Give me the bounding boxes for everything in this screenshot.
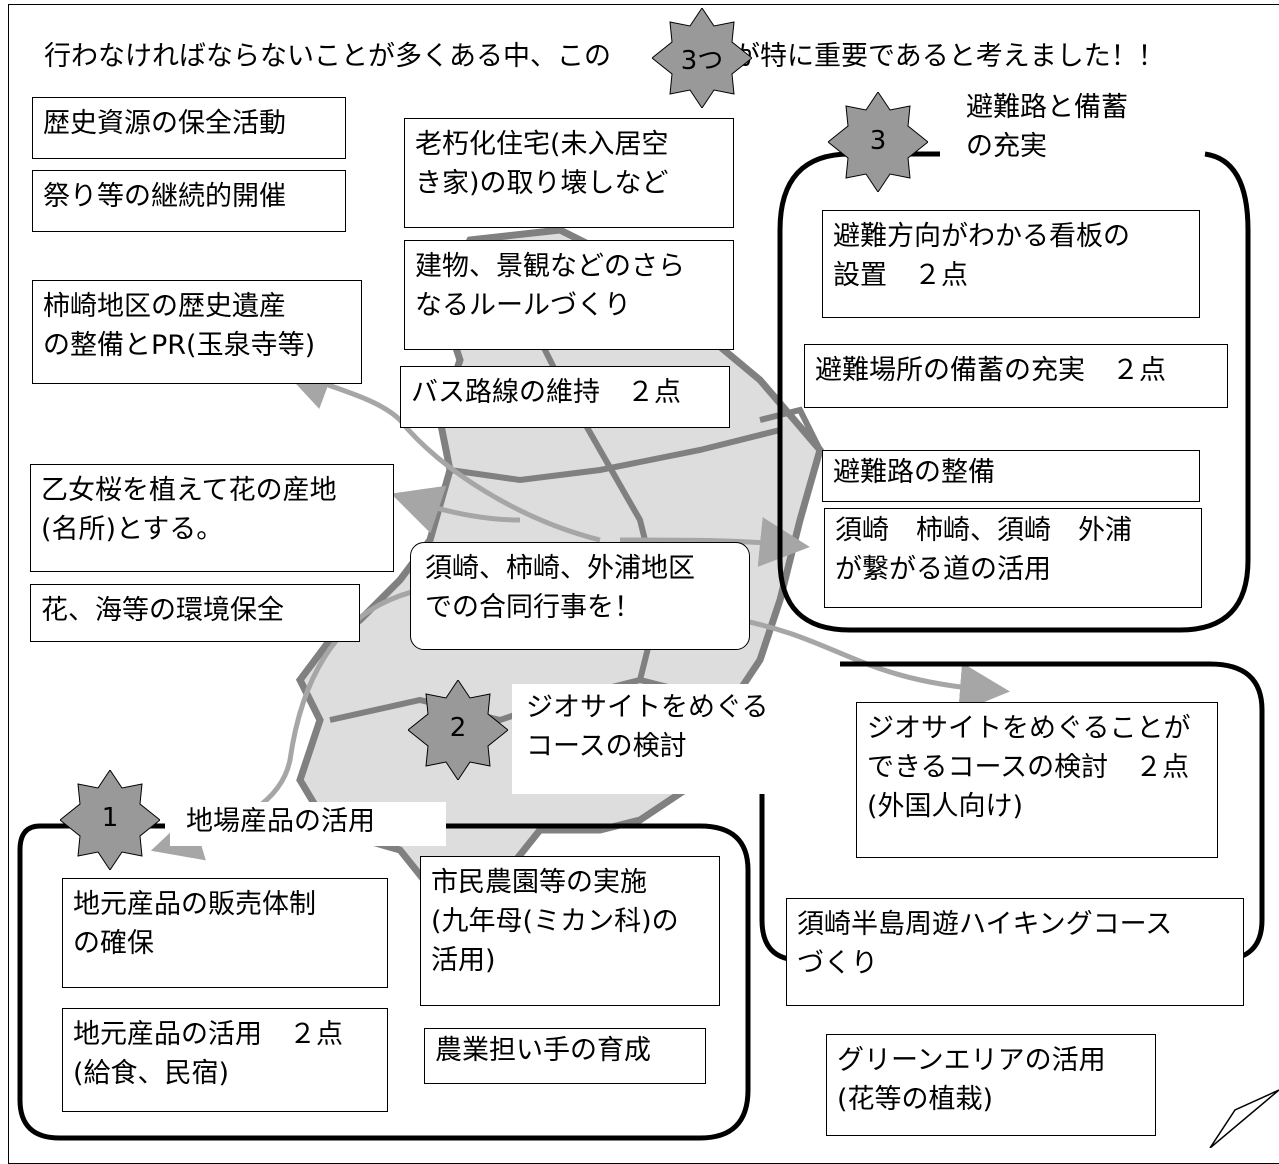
item-matsuri: 祭り等の継続的開催 (32, 170, 346, 232)
group3-item-sign: 避難方向がわかる看板の 設置 ２点 (822, 210, 1200, 318)
item-rekishi-shigen: 歴史資源の保全活動 (32, 97, 346, 159)
group3-number: 3 (869, 126, 887, 156)
item-tatemono: 建物、景観などのさら なるルールづくり (404, 240, 734, 350)
group2-star-icon (408, 680, 508, 780)
header-text: 行わなければならないことが多くある中、この が特に重要であると考えました！！ (44, 40, 1165, 74)
group1-item-farm: 市民農園等の実施 (九年母(ミカン科)の 活用) (420, 856, 720, 1006)
item-otome: 乙女桜を植えて花の産地 (名所)とする。 (30, 464, 394, 572)
item-joint-event: 須崎、柿崎、外浦地区 での合同行事を！ (410, 542, 750, 650)
group2-item-geosite-course: ジオサイトをめぐることが できるコースの検討 ２点 (外国人向け) (856, 702, 1218, 858)
group3-item-route: 避難路の整備 (822, 450, 1200, 502)
item-hana-umi: 花、海等の環境保全 (30, 584, 360, 642)
group3-item-stockpile: 避難場所の備蓄の充実 ２点 (804, 344, 1228, 408)
arrow-to-otome (391, 485, 521, 534)
group3-title: 避難路と備蓄 の充実 (942, 88, 1196, 176)
page-curl (1209, 1089, 1279, 1148)
group1-star-icon (60, 770, 160, 870)
arrow-to-group3 (619, 517, 810, 567)
group1-outline (17, 823, 751, 1141)
arrow-to-group2 (739, 617, 1010, 713)
arrow-to-kakizaki (281, 362, 601, 543)
group2-item-hiking: 須崎半島周遊ハイキングコース づくり (786, 898, 1244, 1006)
header-star-badge-icon (652, 8, 752, 108)
item-green-area: グリーンエリアの活用 (花等の植栽) (826, 1034, 1156, 1136)
group2-number: 2 (449, 713, 467, 743)
item-kakizaki: 柿崎地区の歴史遺産 の整備とPR(玉泉寺等) (32, 280, 362, 384)
header-after: が特に重要であると考えました！！ (733, 41, 1165, 72)
group3-star-icon (828, 92, 928, 192)
group1-item-farmers: 農業担い手の育成 (424, 1028, 706, 1084)
group1-item-local-use: 地元産品の活用 ２点 (給食、民宿) (62, 1008, 388, 1112)
group3-outline (777, 151, 1251, 633)
group2-title: ジオサイトをめぐる コースの検討 (512, 684, 842, 794)
group3-item-road: 須崎 柿崎、須崎 外浦 が繋がる道の活用 (824, 508, 1202, 608)
item-roukyu: 老朽化住宅(未入居空 き家)の取り壊しなど (404, 118, 734, 228)
item-bus: バス路線の維持 ２点 (400, 366, 730, 428)
group1-item-sales: 地元産品の販売体制 の確保 (62, 878, 388, 988)
header-before: 行わなければならないことが多くある中、この (44, 41, 611, 72)
group1-number: 1 (101, 803, 119, 833)
group1-title: 地場産品の活用 (170, 802, 446, 846)
header-badge-label: 3つ (680, 46, 724, 76)
